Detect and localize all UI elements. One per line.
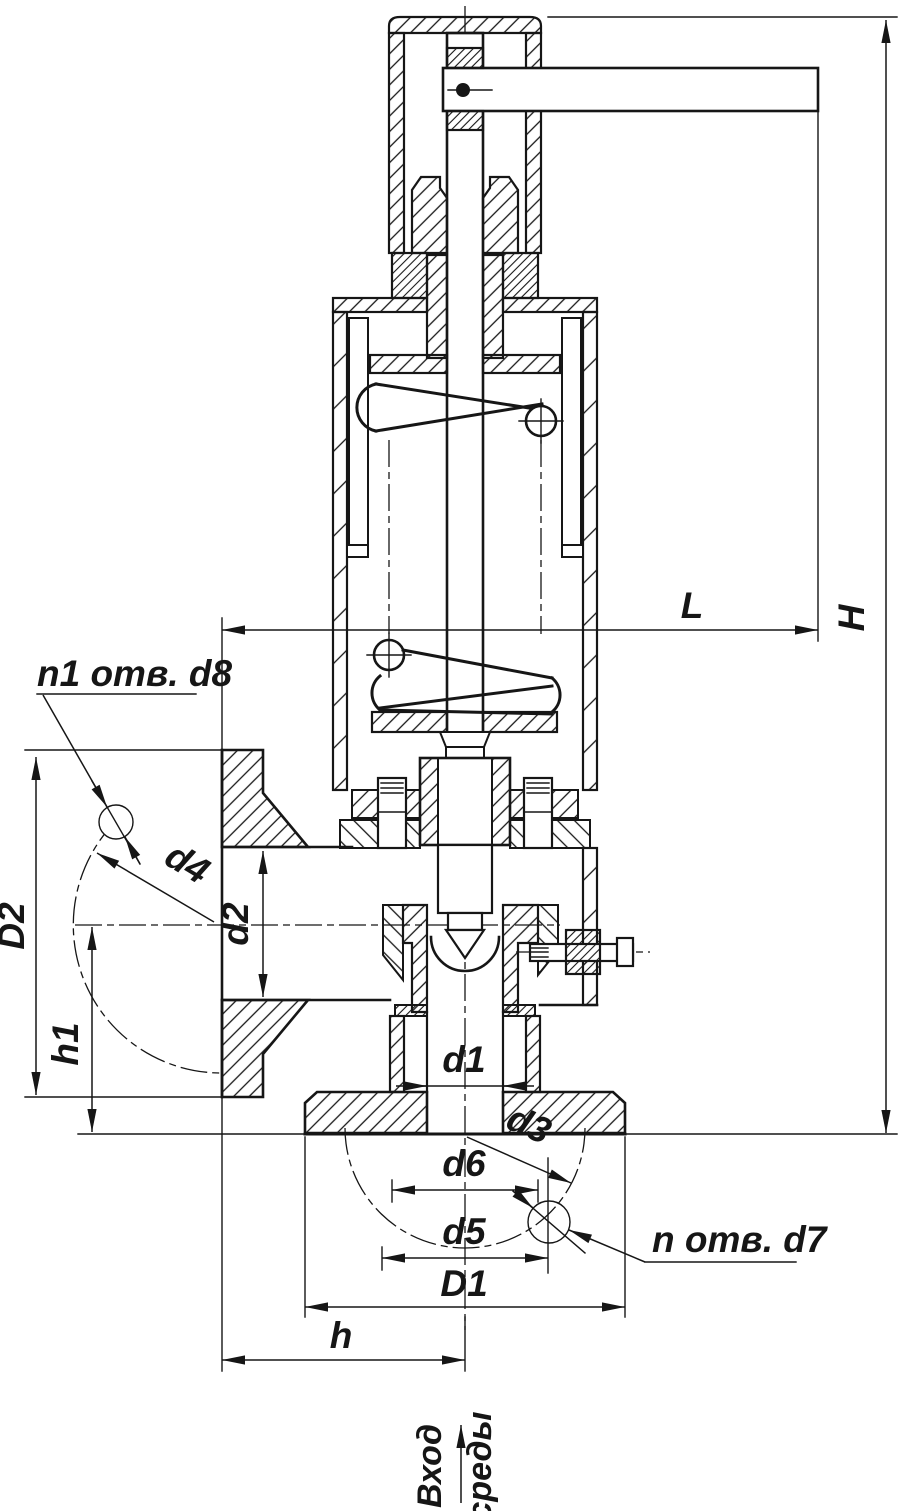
dim-label-D2: D2 bbox=[0, 902, 32, 950]
disc-assembly bbox=[418, 756, 512, 973]
spring-plate-top-left bbox=[368, 353, 449, 375]
disc-seat-ball bbox=[429, 935, 501, 973]
bonnet-liner-left bbox=[348, 317, 369, 546]
stud-left bbox=[376, 776, 408, 850]
bonnet-liner-right bbox=[561, 317, 582, 546]
gag-pin-end bbox=[615, 936, 635, 968]
seat-left bbox=[401, 903, 429, 1014]
inlet-label-word1: Вход bbox=[411, 1424, 449, 1508]
adjusting-screw-right bbox=[481, 253, 505, 360]
gasket-right bbox=[502, 1004, 536, 1017]
gag-pin bbox=[528, 928, 635, 976]
dim-label-h: h bbox=[330, 1315, 353, 1356]
dim-d4 bbox=[96, 852, 215, 923]
spring bbox=[355, 353, 564, 764]
dim-label-d6: d6 bbox=[442, 1143, 486, 1184]
rib-left bbox=[382, 904, 404, 983]
body-wall-right bbox=[581, 846, 599, 1007]
dim-label-d1: d1 bbox=[442, 1039, 485, 1080]
adjusting-screw-left bbox=[425, 253, 449, 360]
labels: L H D2 h1 d2 d4 d3 d1 d6 d5 D1 h n1 отв.… bbox=[0, 585, 872, 1511]
cap-wall-right bbox=[524, 31, 543, 255]
cap-wall-left bbox=[387, 31, 406, 255]
inlet-bolt-circle-arc bbox=[344, 1127, 586, 1249]
dim-label-h1: h1 bbox=[45, 1022, 86, 1065]
bonnet-wall-right bbox=[581, 310, 599, 792]
locknut-right bbox=[501, 251, 540, 300]
outlet-flange-upper bbox=[220, 748, 311, 849]
dim-label-H: H bbox=[831, 603, 872, 631]
dimensions bbox=[24, 16, 898, 1503]
inlet-neck-right bbox=[524, 1014, 542, 1094]
spring-plate-bottom-right bbox=[481, 710, 559, 734]
outlet-flange-lower bbox=[220, 998, 311, 1099]
bonnet bbox=[331, 296, 599, 792]
rib-right bbox=[537, 904, 559, 978]
gag-pin-boss bbox=[564, 928, 602, 976]
dim-label-d4: d4 bbox=[158, 835, 216, 892]
dim-label-d5: d5 bbox=[442, 1211, 487, 1252]
stem-guide-lower bbox=[445, 109, 485, 132]
locknut-left bbox=[390, 251, 429, 300]
inlet-flange-left bbox=[303, 1090, 429, 1135]
callout-label-d7: n отв. d7 bbox=[652, 1219, 829, 1260]
inlet-bolt-hole bbox=[527, 1200, 571, 1244]
callout-inlet-bolt-hole bbox=[512, 1189, 797, 1263]
body-bonnet-joint bbox=[339, 776, 591, 850]
outlet-bolt-circle-arc bbox=[72, 819, 223, 1074]
bonnet-top-plate-left bbox=[331, 296, 429, 314]
dim-label-D1: D1 bbox=[440, 1263, 487, 1304]
stud-right bbox=[522, 776, 554, 850]
dim-label-L: L bbox=[681, 585, 704, 626]
spring-plate-bottom-left bbox=[370, 710, 449, 734]
adjusting-bushing bbox=[390, 175, 540, 360]
dim-d3 bbox=[466, 1136, 572, 1184]
lever bbox=[441, 46, 820, 132]
stem-guide-upper bbox=[445, 46, 485, 70]
callout-outlet-bolt-hole bbox=[36, 693, 197, 865]
disc-cone bbox=[443, 928, 487, 960]
bonnet-top-plate-right bbox=[501, 296, 599, 314]
inlet-neck-left bbox=[388, 1014, 406, 1094]
dim-label-d2: d2 bbox=[215, 902, 256, 946]
bonnet-wall-left bbox=[331, 310, 349, 792]
gasket-left bbox=[394, 1004, 428, 1017]
callout-label-d8: n1 отв. d8 bbox=[37, 653, 232, 694]
inlet-label-word2: среды bbox=[461, 1411, 499, 1511]
spring-plate-top-right bbox=[481, 353, 562, 375]
